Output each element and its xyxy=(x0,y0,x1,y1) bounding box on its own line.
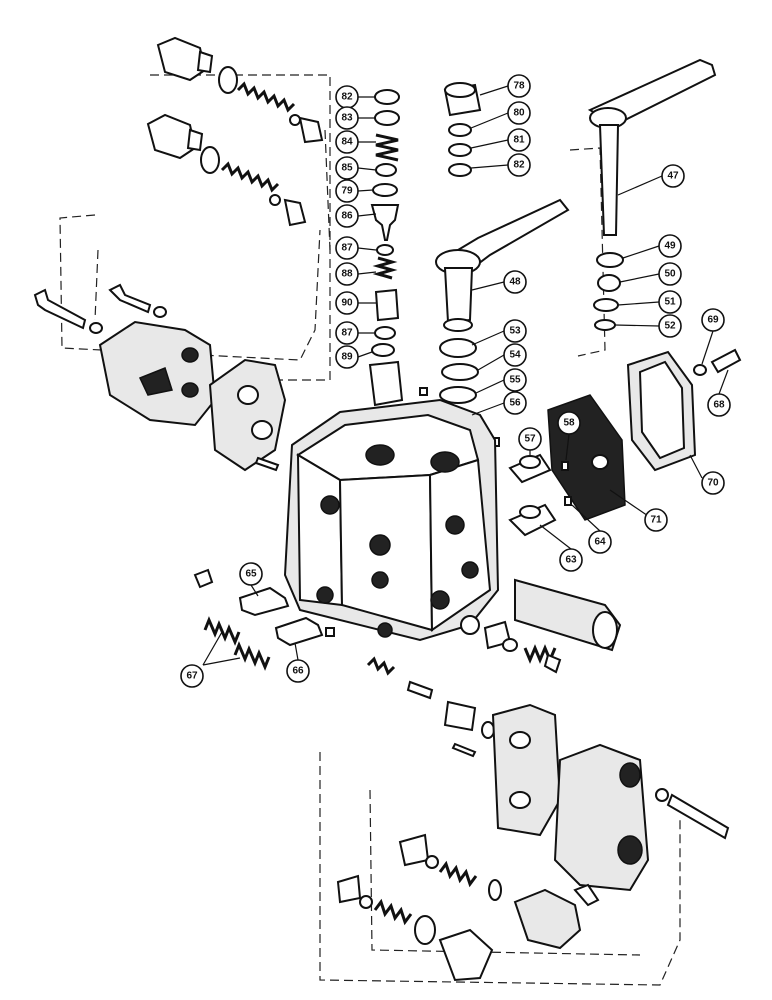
svg-text:80: 80 xyxy=(513,108,525,119)
svg-text:50: 50 xyxy=(664,269,676,280)
svg-text:63: 63 xyxy=(565,555,577,566)
upper-left-fittings xyxy=(146,36,324,227)
leader-lines xyxy=(202,85,729,666)
lower-middle-parts xyxy=(366,656,495,758)
callout-88: 88 xyxy=(335,262,359,286)
svg-text:81: 81 xyxy=(513,135,525,146)
svg-text:78: 78 xyxy=(513,81,525,92)
spool xyxy=(460,578,622,674)
callout-78: 78 xyxy=(507,74,531,98)
svg-text:49: 49 xyxy=(664,241,676,252)
callout-82-b: 82 xyxy=(507,153,531,177)
callout-52: 52 xyxy=(658,314,682,338)
svg-text:66: 66 xyxy=(292,666,304,677)
callout-49: 49 xyxy=(658,234,682,258)
left-cover-assembly xyxy=(33,283,287,472)
svg-text:51: 51 xyxy=(664,297,676,308)
callout-53: 53 xyxy=(503,319,527,343)
callout-87-b: 87 xyxy=(335,321,359,345)
callout-79: 79 xyxy=(335,179,359,203)
svg-text:47: 47 xyxy=(667,171,679,182)
svg-text:90: 90 xyxy=(341,298,353,309)
callout-67: 67 xyxy=(180,664,204,688)
svg-text:82: 82 xyxy=(513,160,525,171)
callout-66: 66 xyxy=(286,659,310,683)
callout-83: 83 xyxy=(335,106,359,130)
callout-56: 56 xyxy=(503,391,527,415)
callout-86: 86 xyxy=(335,204,359,228)
callout-85: 85 xyxy=(335,156,359,180)
svg-text:71: 71 xyxy=(650,515,662,526)
callout-47: 47 xyxy=(661,164,685,188)
callout-80: 80 xyxy=(507,101,531,125)
svg-text:87: 87 xyxy=(341,328,353,339)
callout-89: 89 xyxy=(335,345,359,369)
callout-57: 57 xyxy=(518,427,542,451)
svg-text:57: 57 xyxy=(524,434,536,445)
callout-58: 58 xyxy=(557,411,581,435)
callout-84: 84 xyxy=(335,130,359,154)
callout-48: 48 xyxy=(503,270,527,294)
svg-text:79: 79 xyxy=(341,186,353,197)
svg-text:88: 88 xyxy=(341,269,353,280)
svg-text:69: 69 xyxy=(707,315,719,326)
svg-text:82: 82 xyxy=(341,92,353,103)
svg-text:55: 55 xyxy=(509,375,521,386)
svg-text:89: 89 xyxy=(341,352,353,363)
callout-65: 65 xyxy=(239,562,263,586)
svg-text:48: 48 xyxy=(509,277,521,288)
svg-text:67: 67 xyxy=(186,671,198,682)
upper-center-plug xyxy=(443,82,482,177)
svg-text:86: 86 xyxy=(341,211,353,222)
detent-parts xyxy=(193,568,335,671)
callout-64: 64 xyxy=(588,530,612,554)
callout-54: 54 xyxy=(503,343,527,367)
svg-text:58: 58 xyxy=(563,418,575,429)
callout-90: 90 xyxy=(335,291,359,315)
callout-68: 68 xyxy=(707,393,731,417)
center-lever xyxy=(435,198,570,426)
callout-70: 70 xyxy=(701,471,725,495)
svg-text:53: 53 xyxy=(509,326,521,337)
svg-text:56: 56 xyxy=(509,398,521,409)
callout-82-a: 82 xyxy=(335,85,359,109)
svg-text:84: 84 xyxy=(341,137,353,148)
svg-text:68: 68 xyxy=(713,400,725,411)
callout-81: 81 xyxy=(507,128,531,152)
svg-text:87: 87 xyxy=(341,243,353,254)
callout-51: 51 xyxy=(658,290,682,314)
bottom-fittings xyxy=(336,833,600,982)
main-valve-body xyxy=(283,398,500,642)
callout-71: 71 xyxy=(644,508,668,532)
callout-69: 69 xyxy=(701,308,725,332)
svg-text:64: 64 xyxy=(594,537,606,548)
callout-63: 63 xyxy=(559,548,583,572)
svg-text:85: 85 xyxy=(341,163,353,174)
svg-text:52: 52 xyxy=(664,321,676,332)
callout-55: 55 xyxy=(503,368,527,392)
svg-text:83: 83 xyxy=(341,113,353,124)
svg-text:65: 65 xyxy=(245,569,257,580)
right-lever xyxy=(587,58,717,331)
callout-87-a: 87 xyxy=(335,236,359,260)
center-valve-stack xyxy=(368,89,428,407)
lower-cover-assembly xyxy=(491,703,730,892)
svg-text:70: 70 xyxy=(707,478,719,489)
svg-text:54: 54 xyxy=(509,350,521,361)
callout-50: 50 xyxy=(658,262,682,286)
